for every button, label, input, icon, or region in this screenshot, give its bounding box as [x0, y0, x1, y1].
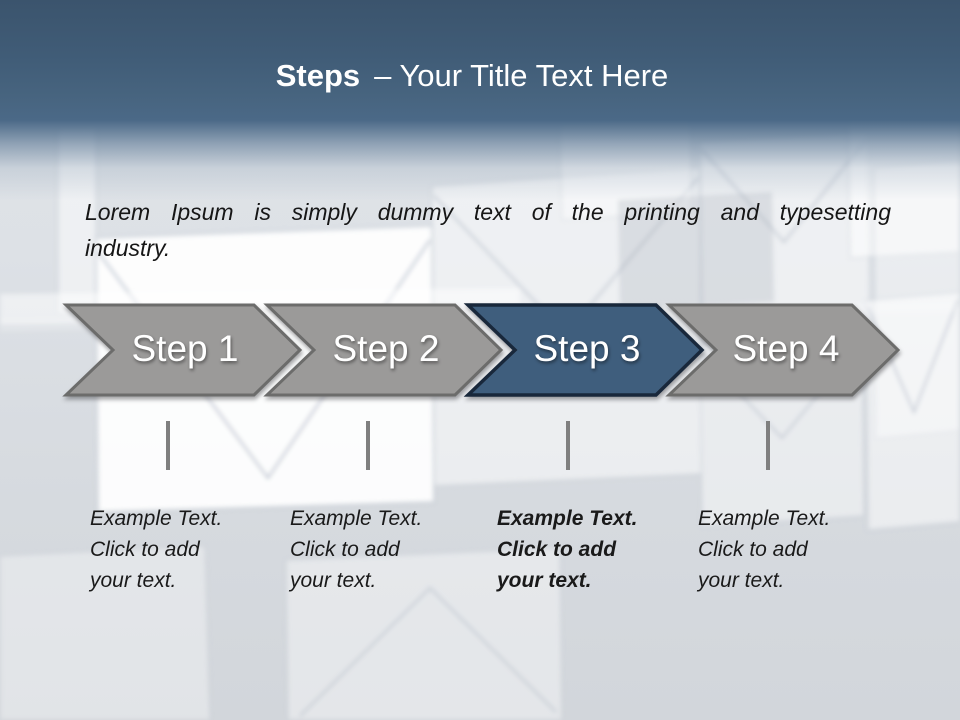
step-2-arrow [263, 303, 504, 397]
intro-line-1: Lorem Ipsum is simply dummy text of the … [85, 199, 891, 225]
step-1-label: Step 1 [131, 328, 239, 369]
intro-text: Lorem Ipsum is simply dummy text of the … [85, 194, 891, 266]
step-4-tick [766, 421, 770, 470]
description-line: Example Text. [90, 507, 223, 530]
description-line: Example Text. [290, 507, 423, 530]
description-line: your text. [698, 569, 785, 592]
description-line: your text. [290, 569, 377, 592]
step-3-tick [566, 421, 570, 470]
title-keyword: Steps [275, 58, 361, 93]
description-line: Click to add [698, 538, 808, 561]
description-line: Click to add [90, 538, 200, 561]
step-1-arrow [62, 303, 303, 397]
intro-line-2: industry. [85, 235, 171, 261]
description-line: Example Text. [698, 507, 831, 530]
header-band [0, 0, 960, 200]
step-2-tick [366, 421, 370, 470]
slide-title: Steps – Your Title Text Here [0, 52, 944, 100]
step-3-arrow [463, 303, 705, 397]
step-2-label: Step 2 [332, 328, 440, 369]
description-line: Click to add [290, 538, 400, 561]
step-4-description: Example Text. Click to add your text. [698, 503, 874, 596]
step-3-label: Step 3 [533, 328, 641, 369]
title-rest: – Your Title Text Here [374, 58, 669, 93]
description-line: Click to add [497, 538, 617, 561]
description-line: Example Text. [497, 507, 638, 530]
steps-arrow-group [62, 303, 901, 397]
description-line: your text. [90, 569, 177, 592]
description-line: your text. [497, 569, 592, 592]
step-3-description: Example Text. Click to add your text. [497, 503, 673, 596]
step-1-description: Example Text. Click to add your text. [90, 503, 266, 596]
step-4-label: Step 4 [732, 328, 840, 369]
step-2-description: Example Text. Click to add your text. [290, 503, 466, 596]
step-4-arrow [665, 303, 901, 397]
step-1-tick [166, 421, 170, 470]
